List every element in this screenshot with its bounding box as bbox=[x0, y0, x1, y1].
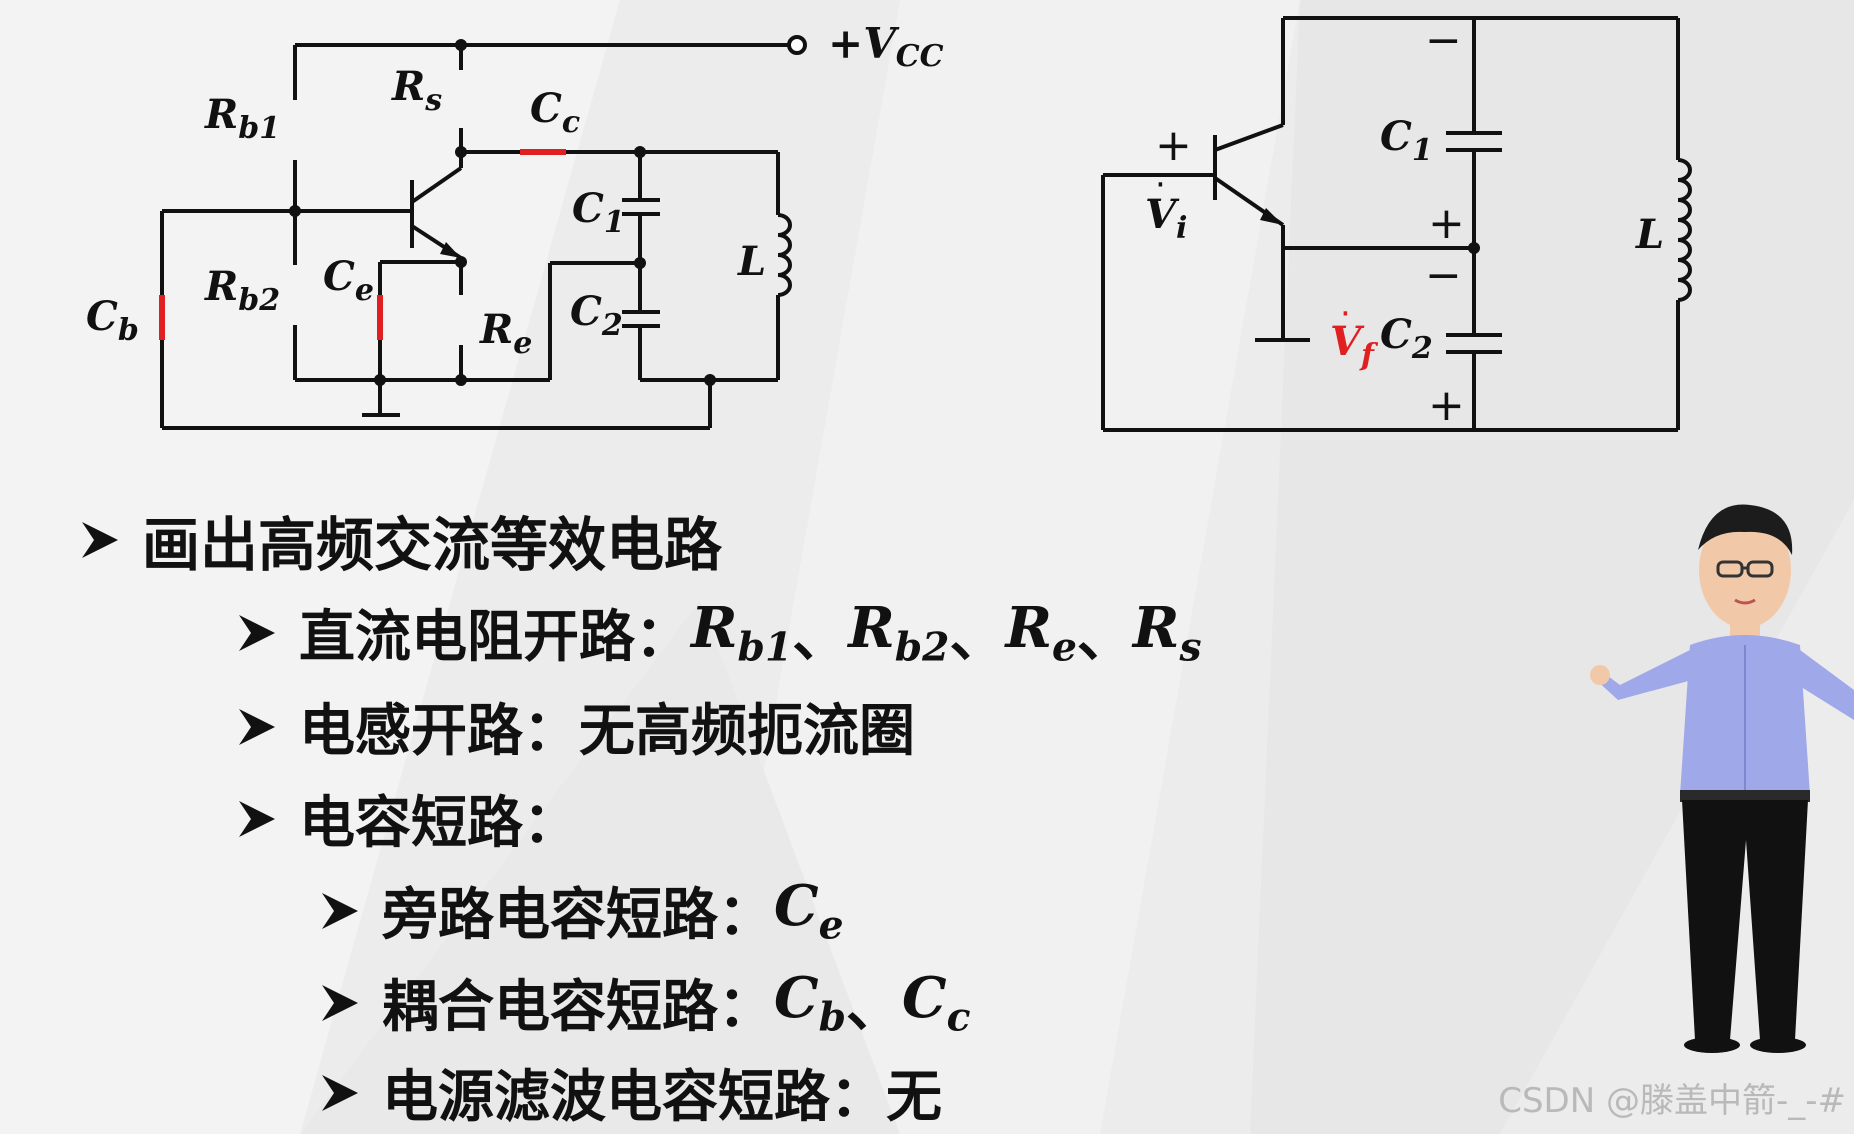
svg-text:+: + bbox=[1428, 198, 1465, 249]
svg-text:Rb2: Rb2 bbox=[204, 263, 280, 318]
left-circuit-labels: +VCC Rb1 Rs Cc C1 Cb Rb2 Ce Re C2 L bbox=[86, 19, 944, 361]
symbol-rs: Rs bbox=[1132, 594, 1202, 671]
svg-text:Ce: Ce bbox=[323, 253, 374, 308]
arrow-bullet-icon bbox=[322, 984, 358, 1021]
svg-text:Rs: Rs bbox=[391, 63, 442, 118]
arrow-bullet-icon bbox=[82, 522, 118, 558]
symbol-re: Re bbox=[1005, 594, 1077, 671]
bullet-line-6: 耦合电容短路： Cb 、 Cc bbox=[318, 962, 970, 1043]
arrow-bullet-icon bbox=[239, 614, 275, 651]
bullet-line-2: 直流电阻开路： Rb1 、 Rb2 、 Re 、 Rs bbox=[235, 592, 1202, 673]
bullet-line-3: 电感开路：无高频扼流圈 bbox=[235, 686, 915, 767]
bullet-line-5: 旁路电容短路： Ce bbox=[318, 870, 844, 951]
svg-text:L: L bbox=[737, 238, 766, 285]
left-circuit bbox=[159, 35, 807, 430]
svg-text:L: L bbox=[1635, 211, 1664, 258]
svg-text:Vf: Vf bbox=[1330, 318, 1379, 373]
right-circuit bbox=[1101, 16, 1692, 432]
svg-text:Re: Re bbox=[479, 306, 532, 361]
svg-text:C2: C2 bbox=[570, 288, 623, 343]
svg-text:C2: C2 bbox=[1380, 311, 1433, 366]
arrow-bullet-icon bbox=[322, 1074, 358, 1111]
svg-text:+VCC: +VCC bbox=[828, 19, 944, 74]
svg-text:Cb: Cb bbox=[86, 293, 139, 348]
svg-text:Rb1: Rb1 bbox=[204, 91, 280, 146]
presenter-figure bbox=[1590, 504, 1854, 1053]
arrow-bullet-icon bbox=[239, 708, 275, 745]
svg-text:+: + bbox=[1155, 120, 1192, 171]
svg-text:·: · bbox=[1340, 294, 1351, 334]
svg-text:−: − bbox=[1425, 15, 1462, 66]
symbol-rb1: Rb1 bbox=[691, 594, 793, 671]
svg-text:Cc: Cc bbox=[530, 85, 580, 140]
svg-text:·: · bbox=[1155, 165, 1166, 205]
svg-text:C1: C1 bbox=[572, 185, 625, 240]
watermark: CSDN @滕盖中箭-_-# bbox=[1498, 1081, 1846, 1121]
right-circuit-labels: + Vi · − C1 L + − Vf · C2 + bbox=[1145, 15, 1664, 431]
svg-text:−: − bbox=[1425, 250, 1462, 301]
svg-text:+: + bbox=[1428, 380, 1465, 431]
symbol-cc: Cc bbox=[901, 964, 971, 1041]
bullet-line-1: 画出高频交流等效电路 bbox=[78, 498, 722, 582]
svg-text:C1: C1 bbox=[1380, 113, 1433, 168]
arrow-bullet-icon bbox=[322, 892, 358, 929]
symbol-cb: Cb bbox=[774, 964, 846, 1041]
svg-text:Vi: Vi bbox=[1145, 191, 1187, 246]
bullet-line-7: 电源滤波电容短路：无 bbox=[318, 1052, 942, 1133]
symbol-ce: Ce bbox=[774, 872, 844, 949]
arrow-bullet-icon bbox=[239, 800, 275, 837]
bullet-line-4: 电容短路： bbox=[235, 778, 579, 859]
symbol-rb2: Rb2 bbox=[848, 594, 950, 671]
